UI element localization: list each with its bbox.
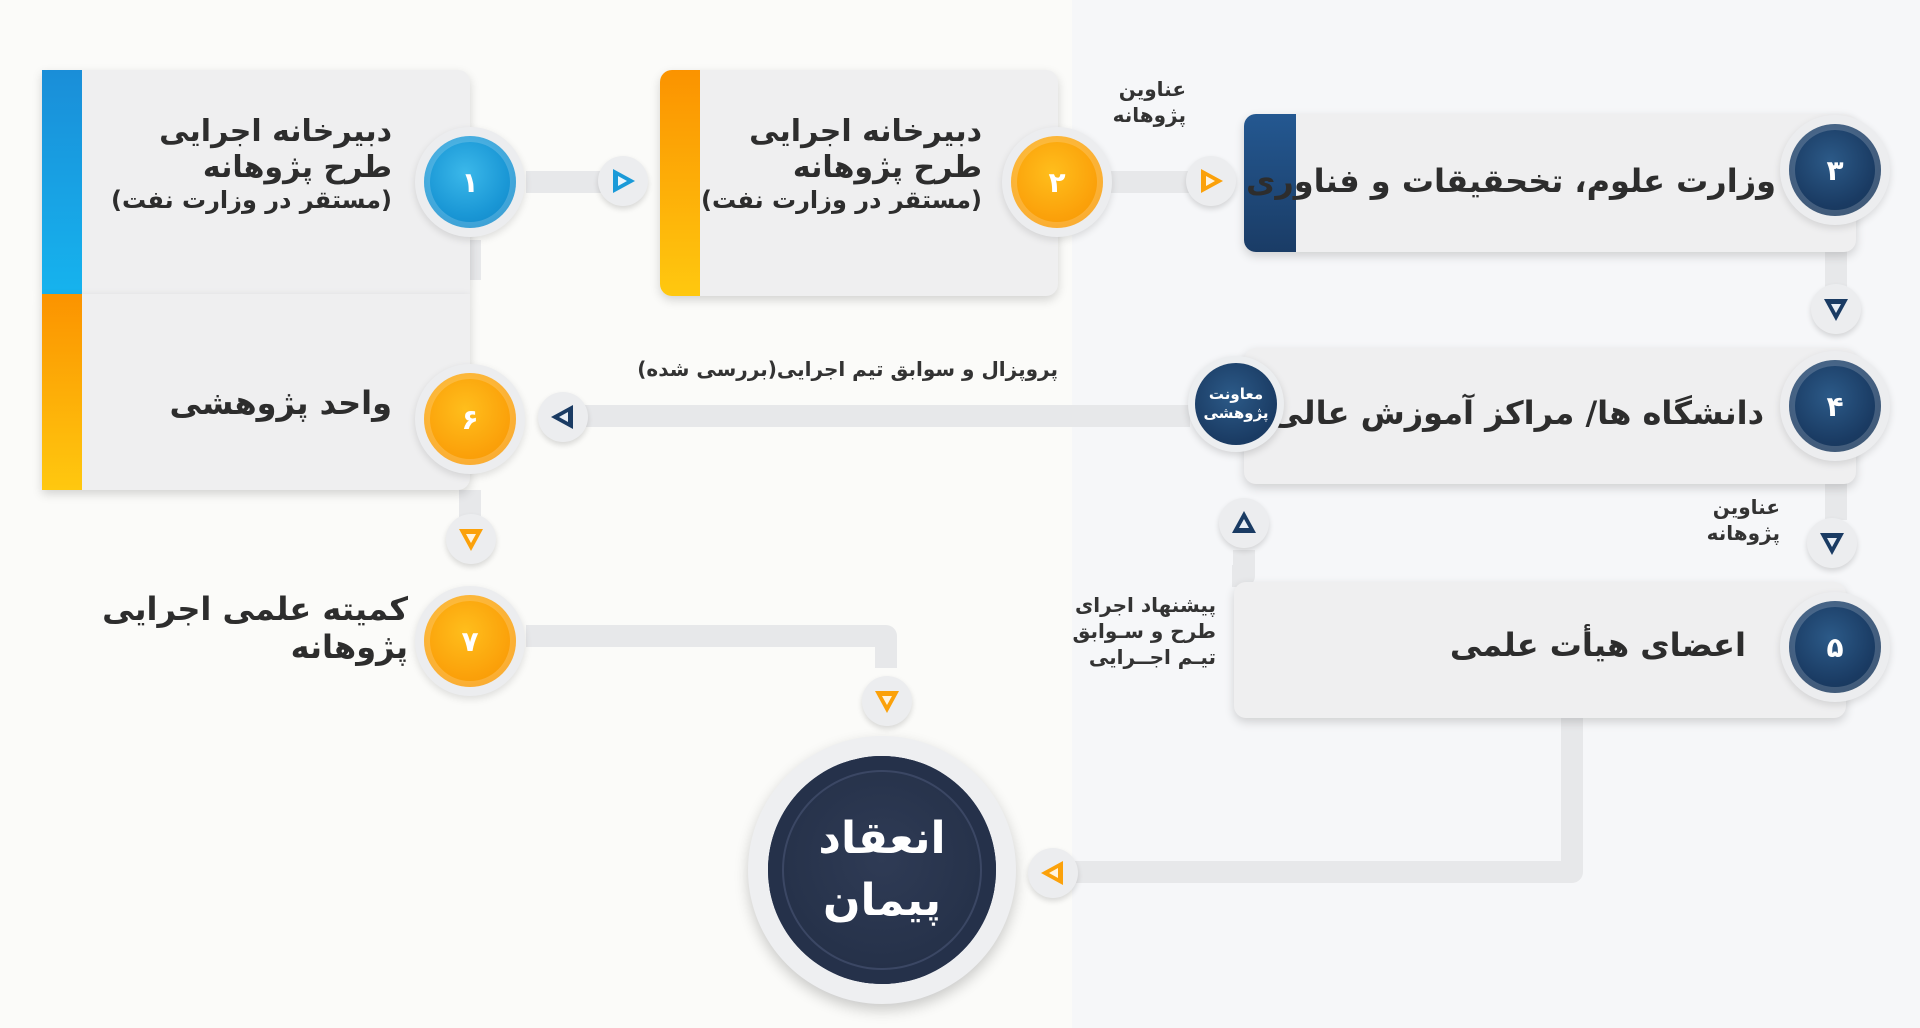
step-2-line2: طرح پژوهانه	[792, 150, 982, 185]
step-7-line1: کمیته علمی اجرایی	[102, 590, 408, 628]
step-4-box: دانشگاه ها/ مراکز آموزش عالی	[1244, 348, 1856, 484]
step-5-number: ۵	[1789, 601, 1881, 693]
step-3-number-circle: ۳	[1780, 115, 1890, 225]
arrow-3-to-4	[1811, 284, 1861, 334]
step-4-number-circle: ۴	[1780, 351, 1890, 461]
arrow-5-to-deputy	[1219, 498, 1269, 548]
arrow-down-icon	[875, 691, 899, 713]
step-5-number-circle: ۵	[1780, 592, 1890, 702]
step-2-line1: دبیرخانه اجرایی	[749, 114, 982, 149]
arrow-down-icon	[1820, 533, 1844, 555]
arrow-4-to-6	[538, 392, 588, 442]
contract-signing-circle: انعقاد پیمان	[768, 756, 996, 984]
arrow-up-icon	[1232, 511, 1256, 533]
step-3-label: وزارت علوم، تخحقیقات و فناوری	[1245, 162, 1776, 200]
connector-7-final	[526, 625, 897, 668]
note-suggestion-line2: طرح و سـوابق	[1072, 619, 1217, 643]
step-1-number-circle: ۱	[415, 127, 525, 237]
step-5-label: اعضای هیأت علمی	[1449, 626, 1746, 664]
note-titles-top-line1: عناوین	[1118, 77, 1186, 101]
connector-5-deputy	[1232, 550, 1255, 587]
note-titles-right-line1: عناوین	[1712, 495, 1780, 519]
arrow-right-icon	[1201, 169, 1223, 193]
step-6-label: واحد پژوهشی	[169, 384, 392, 422]
note-titles-top: عناوین پژوهانه	[1113, 76, 1186, 128]
note-suggestion-line1: پیشنهاد اجرای	[1074, 593, 1216, 617]
step-2-box: دبیرخانه اجرایی طرح پژوهانه (مستقر در وز…	[660, 70, 1058, 296]
step-2-number-circle: ۲	[1002, 127, 1112, 237]
step-7-number-circle: ۷	[415, 586, 525, 696]
step-1-line2: طرح پژوهانه	[202, 150, 392, 185]
contract-signing-line1: انعقاد	[818, 813, 946, 865]
step-2-number: ۲	[1011, 136, 1103, 228]
arrow-5-to-final	[1028, 848, 1078, 898]
step-1-line1: دبیرخانه اجرایی	[159, 114, 392, 149]
arrow-right-icon	[613, 169, 635, 193]
arrow-6-to-7	[446, 514, 496, 564]
research-deputy-line1: معاونت	[1208, 384, 1264, 403]
contract-signing-line2: پیمان	[822, 875, 942, 926]
research-deputy-badge: معاونت پژوهشی	[1188, 356, 1284, 452]
step-7-line2: پژوهانه	[290, 628, 408, 667]
note-proposal: پروپزال و سوابق تیم اجرایی(بررسی شده)	[637, 357, 1058, 381]
research-deputy-circle: معاونت پژوهشی	[1195, 363, 1277, 445]
step-1-line3: (مستقر در وزارت نفت)	[110, 186, 392, 214]
arrow-down-icon	[459, 529, 483, 551]
step-6-number-circle: ۶	[415, 364, 525, 474]
arrow-left-icon	[1041, 861, 1063, 885]
step-3-number: ۳	[1789, 124, 1881, 216]
step-3-color-bar	[1244, 114, 1296, 252]
note-suggestion: پیشنهاد اجرای طرح و سـوابق تیـم اجــرایی	[1073, 592, 1217, 670]
arrow-down-icon	[1824, 299, 1848, 321]
step-4-number: ۴	[1789, 360, 1881, 452]
connector-5-final	[1064, 718, 1583, 883]
step-6-box: واحد پژوهشی	[42, 294, 470, 490]
step-6-number: ۶	[424, 373, 516, 465]
contract-signing-outer: انعقاد پیمان	[748, 736, 1016, 1004]
note-suggestion-line3: تیـم اجــرایی	[1088, 645, 1216, 669]
arrow-left-icon	[551, 405, 573, 429]
step-1-number: ۱	[424, 136, 516, 228]
step-6-color-bar	[42, 294, 82, 490]
step-3-box: وزارت علوم، تخحقیقات و فناوری	[1244, 114, 1856, 252]
step-1-color-bar	[42, 70, 82, 294]
step-1-label: دبیرخانه اجرایی طرح پژوهانه (مستقر در وز…	[111, 114, 392, 215]
step-2-color-bar	[660, 70, 700, 296]
arrow-4-to-5	[1807, 518, 1857, 568]
note-titles-top-line2: پژوهانه	[1112, 103, 1186, 127]
research-deputy-line2: پژوهشی	[1203, 404, 1269, 422]
note-titles-right: عناوین پژوهانه	[1707, 494, 1780, 546]
step-1-box: دبیرخانه اجرایی طرح پژوهانه (مستقر در وز…	[42, 70, 470, 294]
step-2-line3: (مستقر در وزارت نفت)	[700, 186, 982, 214]
arrow-1-to-2	[598, 156, 648, 206]
arrow-2-to-3	[1186, 156, 1236, 206]
step-7-label: کمیته علمی اجرایی پژوهانه	[102, 590, 408, 667]
step-7-number: ۷	[424, 595, 516, 687]
step-5-box: اعضای هیأت علمی	[1234, 582, 1846, 718]
step-2-label: دبیرخانه اجرایی طرح پژوهانه (مستقر در وز…	[701, 114, 982, 215]
note-titles-right-line2: پژوهانه	[1706, 521, 1780, 545]
step-4-label: دانشگاه ها/ مراکز آموزش عالی	[1271, 394, 1764, 432]
arrow-7-to-final	[862, 676, 912, 726]
